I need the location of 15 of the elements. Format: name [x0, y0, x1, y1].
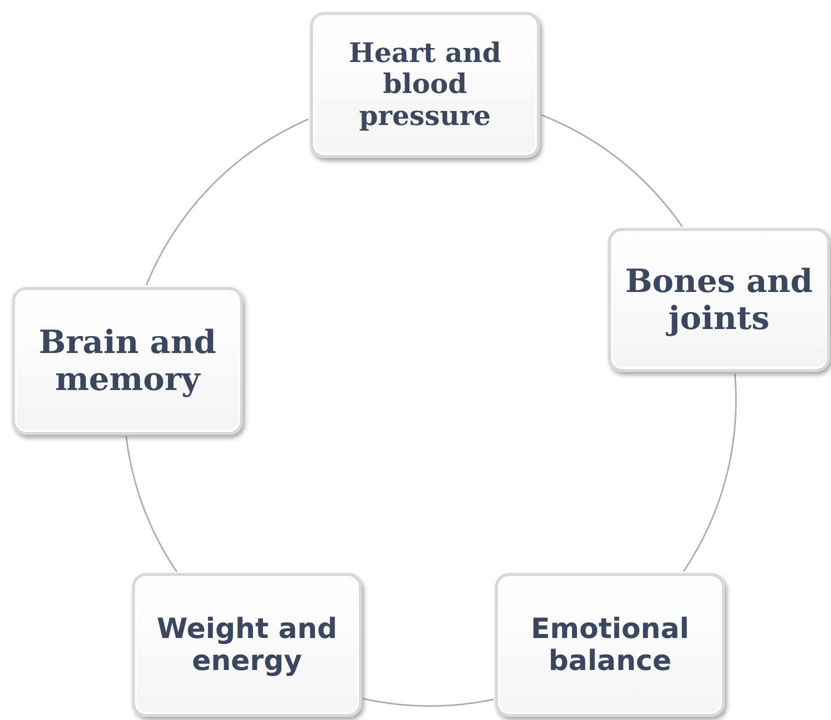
topic-label: Heart and blood pressure: [348, 38, 502, 132]
connector-arc: [125, 436, 178, 572]
topic-box: [12, 287, 243, 435]
topic-box: [495, 573, 725, 717]
connector-arc: [362, 698, 494, 707]
topic-box: [132, 573, 362, 717]
connector-arc: [541, 114, 683, 227]
topic-label: Weight and energy: [156, 612, 338, 678]
topic-label: Bones and joints: [624, 263, 814, 337]
topic-label: Emotional balance: [530, 612, 690, 678]
topic-label: Brain and memory: [38, 324, 218, 398]
topic-box: [310, 12, 540, 158]
connector-arc: [146, 118, 309, 286]
topic-box: [608, 228, 830, 372]
connector-arc: [682, 374, 737, 572]
